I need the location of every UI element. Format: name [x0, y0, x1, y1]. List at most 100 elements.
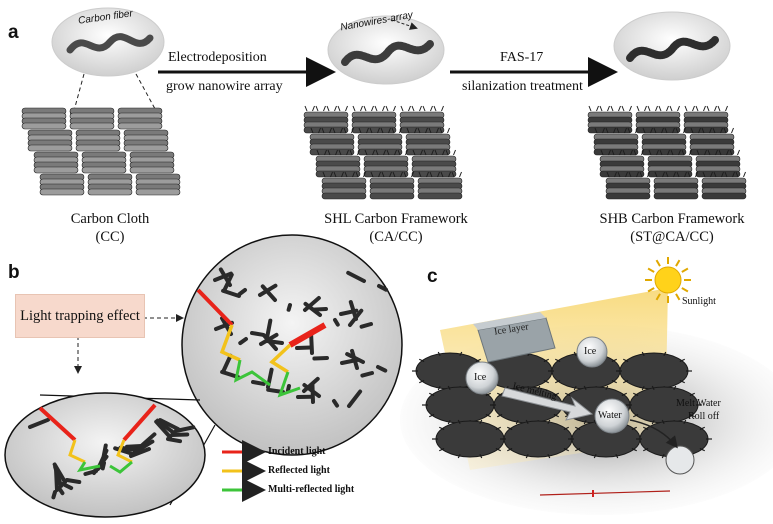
step1-top-label: Electrodeposition: [168, 50, 267, 65]
shb-carbon-framework-fabric: [587, 105, 747, 200]
nanowire-spike: [129, 447, 151, 458]
nanowire-spike: [65, 478, 82, 485]
nanowire-spike: [309, 333, 314, 355]
ice-melting-arrow: [501, 387, 594, 421]
sun-ray: [681, 287, 689, 293]
stage-name-ca: SHL Carbon Framework: [324, 211, 468, 227]
panel-a-letter: a: [8, 22, 19, 43]
nanowire-strand-3: [626, 36, 719, 62]
incident-ray-2: [288, 322, 327, 348]
nanowire-spike: [260, 284, 277, 302]
panel-c-weave-cell: [616, 351, 692, 391]
legend-incident-label: Incident light: [268, 446, 326, 457]
ice-layer-top: [473, 312, 546, 330]
fabric-weave-cell: [303, 105, 349, 134]
fabric-weave-cell: [351, 105, 397, 134]
panel-c-weave-cell: [626, 385, 702, 425]
nanowire-spike: [166, 437, 183, 444]
ice-bubble-1: [465, 361, 499, 395]
nanowire-spike: [332, 399, 340, 408]
fabric-weave-cell: [363, 149, 409, 178]
ice-label-1: Ice: [474, 372, 487, 383]
sun-ray: [675, 259, 681, 267]
nanowire-spike: [377, 284, 389, 292]
nanowire-spike: [359, 322, 373, 329]
reflected-ray-4: [116, 439, 133, 464]
fabric-weave-cell: [695, 149, 741, 178]
light-trapping-box: Light trapping effect: [15, 294, 145, 338]
reflected-ray-2: [269, 343, 292, 374]
nanowire-spike: [54, 468, 59, 492]
fabric-weave-cell: [75, 129, 121, 152]
nanowire-spike: [237, 288, 247, 297]
ice-label-2: Ice: [584, 346, 597, 357]
shl-carbon-framework-fabric: [303, 105, 463, 200]
sun-ray: [647, 287, 655, 293]
nanowire-spike: [113, 446, 135, 456]
nanowire-spike: [346, 270, 366, 283]
fabric-weave-cell: [309, 127, 355, 156]
carbon-cloth-fabric: [21, 107, 181, 196]
step1-bottom-label: grow nanowire array: [166, 79, 283, 94]
fabric-weave-cell: [647, 149, 693, 178]
nanowire-spike: [310, 382, 315, 404]
inset-dash-right: [135, 73, 161, 120]
fabric-weave-cell: [321, 171, 367, 200]
legend-reflected-label: Reflected light: [268, 465, 330, 476]
fabric-weave-cell: [33, 151, 79, 174]
sun-ray: [681, 267, 689, 273]
sun-ray: [675, 293, 681, 301]
stage-caption-ca: SHL Carbon Framework (CA/CC): [296, 210, 496, 246]
fabric-weave-cell: [87, 173, 133, 196]
fabric-weave-cell: [599, 149, 645, 178]
reflected-ray-1: [219, 324, 241, 362]
nanowire-spike: [118, 445, 139, 452]
incident-ray-4: [122, 403, 157, 442]
nanowire-spike: [303, 296, 321, 312]
nanowire-spike: [333, 318, 340, 327]
nanowire-spike: [265, 318, 273, 340]
nanowire-spike: [221, 288, 241, 298]
nanowire-spike: [251, 380, 266, 386]
fabric-weave-cell: [39, 173, 85, 196]
fabric-weave-cell: [27, 129, 73, 152]
nanowire-spike: [170, 432, 190, 437]
tilt-baseline: [539, 490, 671, 496]
fabric-weave-cell: [605, 171, 651, 200]
nanowire-strand-2: [341, 40, 434, 66]
multi-reflected-ray-1: [233, 359, 271, 387]
nanowire-spike: [285, 384, 291, 393]
nanowire-spike: [133, 439, 155, 454]
water-label: Water: [598, 410, 622, 421]
nanowire-spike: [222, 272, 234, 293]
legend-multi-label: Multi-reflected light: [268, 484, 355, 495]
incident-ray-1: [196, 288, 234, 327]
nanowire-spike: [61, 482, 74, 491]
carbon-fiber-strand: [66, 33, 154, 54]
stage-abbr-ca: (CA/CC): [369, 229, 423, 245]
stage-name-cc: Carbon Cloth: [70, 211, 150, 227]
sun-ray: [655, 259, 661, 267]
nanowire-spike: [174, 425, 196, 433]
fabric-weave-cell: [653, 171, 699, 200]
step2-top-label: FAS-17: [500, 50, 544, 65]
fabric-weave-cell: [129, 151, 175, 174]
multi-reflected-ray-4: [109, 460, 133, 474]
fabric-weave-cell: [123, 129, 169, 152]
nanowire-spike: [154, 419, 172, 439]
stage-caption-st: SHB Carbon Framework (ST@CA/CC): [572, 210, 772, 246]
nanowire-spike: [261, 333, 278, 351]
stage-abbr-st: (ST@CA/CC): [630, 229, 714, 245]
nanowire-spike: [57, 486, 65, 496]
fabric-weave-cell: [701, 171, 747, 200]
nanowire-spikes-small: [28, 417, 196, 500]
nanowire-spike: [286, 303, 292, 312]
sunlight-label: Sunlight: [682, 296, 716, 307]
nanowire-spike: [350, 348, 359, 370]
nanowire-spike: [51, 490, 57, 500]
nanowire-spike: [238, 337, 248, 346]
step2-bottom-label: silanization treatment: [462, 79, 583, 94]
nanowire-dash-arrow: [391, 19, 418, 30]
fabric-weave-cell: [315, 149, 361, 178]
